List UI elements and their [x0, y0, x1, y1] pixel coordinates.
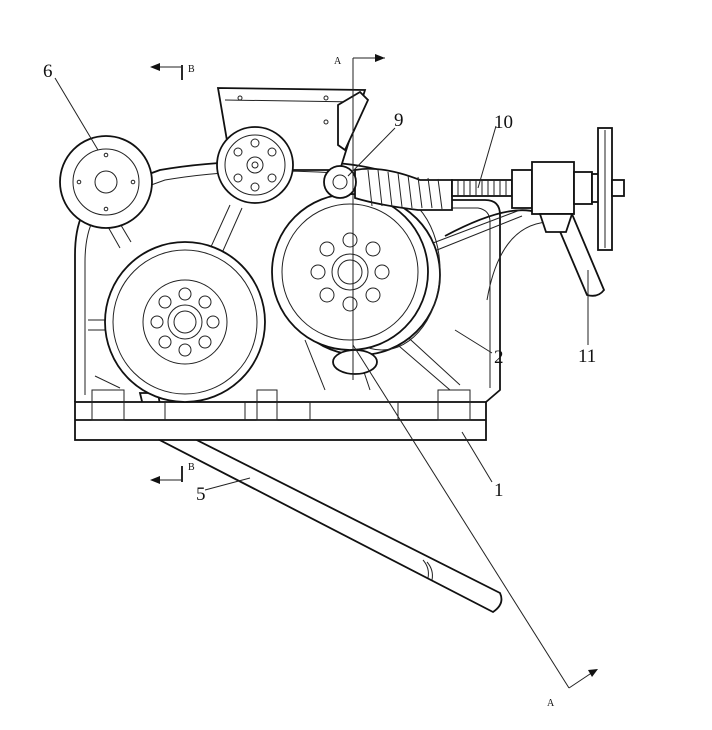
label-part-6: 6 — [43, 61, 53, 82]
leader-lines — [54, 77, 589, 491]
base-plate — [74, 389, 487, 441]
label-part-2: 2 — [494, 347, 504, 368]
section-line-b: B B — [150, 63, 195, 484]
release-lever — [538, 213, 606, 297]
label-part-1: 1 — [494, 480, 504, 501]
label-part-10: 10 — [494, 112, 513, 133]
section-line-a: A A — [334, 54, 598, 709]
label-part-9: 9 — [394, 110, 404, 131]
section-a-bottom-label: A — [547, 698, 555, 709]
section-b-top-label: B — [188, 64, 195, 75]
left-pulley — [59, 135, 153, 229]
adjusting-screw — [451, 127, 625, 251]
right-roller — [271, 189, 441, 356]
idler-pulley — [332, 349, 378, 375]
tension-spring — [323, 165, 453, 211]
section-a-top-label: A — [334, 56, 342, 67]
feed-roller — [216, 126, 294, 204]
section-b-bottom-label: B — [188, 462, 195, 473]
left-roller — [104, 241, 266, 403]
label-part-5: 5 — [196, 484, 206, 505]
label-part-11: 11 — [578, 346, 596, 367]
handle-bar — [138, 392, 503, 614]
